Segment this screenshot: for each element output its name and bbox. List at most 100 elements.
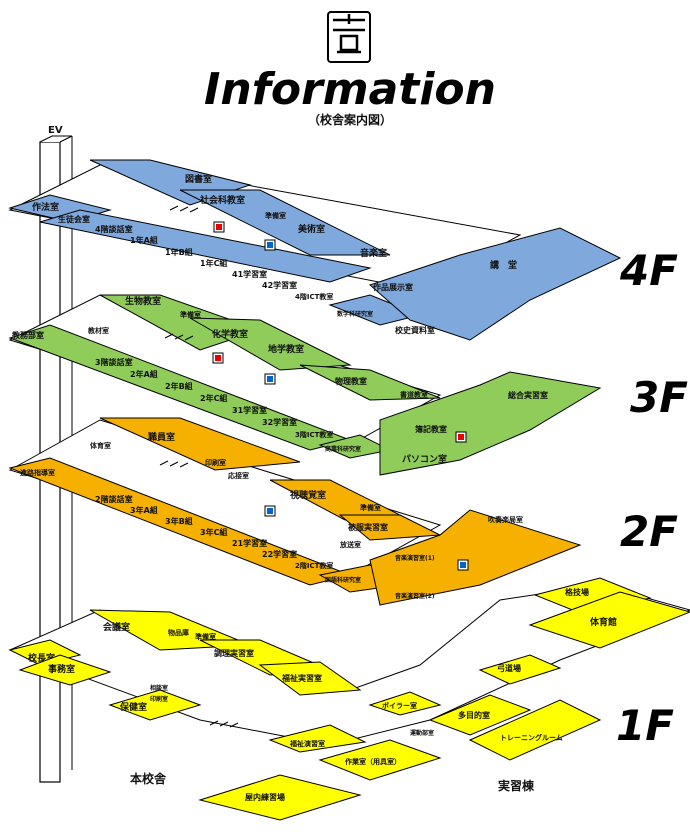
room-auditorium-label: 講 堂 xyxy=(490,259,517,271)
floor-label-4f: 4F xyxy=(619,246,678,295)
restroom-icon xyxy=(212,221,469,571)
room-kyudo-label: 弓道場 xyxy=(497,663,521,673)
floor-label-3f: 3F xyxy=(630,373,688,422)
room-exhibit-label: 作品展示室 xyxy=(373,282,413,292)
room-sewing-label: 被服実習室 xyxy=(348,522,388,532)
room-31-label: 31学習室 xyxy=(232,405,267,415)
room-21-label: 21学習室 xyxy=(232,538,267,548)
room-3c-label: 3年C組 xyxy=(200,527,227,537)
room-storage-label: 物品庫 xyxy=(168,628,189,637)
room-library-label: 図書室 xyxy=(185,173,212,185)
room-martial-label: 格技場 xyxy=(565,587,589,597)
page-title: Information xyxy=(204,64,496,115)
room-gym[interactable] xyxy=(528,591,690,649)
room-indoor-practice-label: 屋内練習場 xyxy=(245,792,285,802)
room-workshop-label: 作業室（用具室） xyxy=(345,757,401,766)
room-22-label: 22学習室 xyxy=(262,549,297,559)
room-1a-label: 1年A組 xyxy=(130,235,158,245)
room-prep-1f-label: 準備室 xyxy=(195,632,216,641)
room-office-label: 事務室 xyxy=(48,663,75,675)
ev-label: EV xyxy=(48,125,63,136)
room-4f-lounge-label: 4階談話室 xyxy=(95,224,133,234)
floor-1f: 校長室 事務室 会議室 物品庫 準備室 調理実習室 福祉実習室 保健室 相談室 … xyxy=(8,577,690,821)
room-1c-label: 1年C組 xyxy=(200,258,227,268)
room-prep-3f-label: 準備室 xyxy=(180,310,201,319)
room-earth-label: 地学教室 xyxy=(268,343,304,355)
floor-label-2f: 2F xyxy=(620,507,678,556)
room-pe-label: 体育室 xyxy=(90,441,111,450)
room-cooking-label: 調理実習室 xyxy=(214,648,254,658)
room-2a-label: 2年A組 xyxy=(130,369,158,379)
room-multipurpose[interactable] xyxy=(428,694,532,736)
room-career-label: 進路指導室 xyxy=(20,468,55,477)
room-gym-label: 体育館 xyxy=(590,616,617,628)
room-japanese-label: 国語科研究室 xyxy=(325,576,361,584)
room-kyudo[interactable] xyxy=(478,654,562,685)
floor-4f: 図書室 作法室 生徒会室 4階談話室 1年A組 1年B組 1年C組 41学習室 … xyxy=(8,159,622,341)
page-subtitle: （校舎案内図） xyxy=(308,112,392,127)
room-42-label: 42学習室 xyxy=(262,280,297,290)
floor-label-1f: 1F xyxy=(616,701,674,750)
room-av-label: 視聴覚室 xyxy=(289,489,326,501)
pc-wing[interactable] xyxy=(379,371,602,476)
room-2f-lounge-label: 2階談話室 xyxy=(95,494,133,504)
physics-rooms-3f[interactable] xyxy=(299,364,441,401)
room-consult-label: 相談室 xyxy=(150,684,168,692)
room-welfare-seminar-label: 福祉演習室 xyxy=(289,739,325,748)
room-2f-ict-label: 2階ICT教室 xyxy=(295,561,333,570)
room-welfare-label: 福祉実習室 xyxy=(281,673,322,683)
room-prep-2f-label: 準備室 xyxy=(360,503,381,512)
room-32-label: 32学習室 xyxy=(262,417,297,427)
room-music-2-label: 音楽演習室(2) xyxy=(395,592,435,600)
room-staff-label: 職員室 xyxy=(148,431,175,443)
room-meeting-label: 会議室 xyxy=(103,621,130,633)
room-music-1-label: 音楽演習室(1) xyxy=(395,554,435,562)
room-4f-ict-label: 4階ICT教室 xyxy=(295,292,333,301)
room-art-label: 美術室 xyxy=(298,223,325,235)
room-reception-label: 応接室 xyxy=(228,471,249,480)
room-staff[interactable] xyxy=(99,417,301,471)
room-chemistry-label: 化学教室 xyxy=(212,328,248,340)
room-sado-label: 作法室 xyxy=(32,201,59,213)
room-print-1f-label: 印刷室 xyxy=(150,695,168,703)
floor-2f: 職員室 体育室 印刷室 応接室 視聴覚室 準備室 被服実習室 進路指導室 2階談… xyxy=(8,417,582,606)
room-brass-label: 吹奏楽局室 xyxy=(488,515,523,524)
room-welfare-seminar[interactable] xyxy=(268,724,367,753)
room-indoor-practice[interactable] xyxy=(198,774,362,821)
building-label-main: 本校舎 xyxy=(130,771,167,786)
special-rooms-4f[interactable] xyxy=(179,189,391,256)
room-boiler-label: ボイラー室 xyxy=(382,701,417,710)
auditorium-wing[interactable] xyxy=(369,227,622,341)
room-prep-4f-label: 準備室 xyxy=(265,211,286,220)
room-martial[interactable] xyxy=(533,577,652,616)
room-2c-label: 2年C組 xyxy=(200,393,227,403)
room-history-label: 校史資料室 xyxy=(395,325,435,335)
room-student-council-label: 生徒会室 xyxy=(58,214,90,224)
room-calligraphy-label: 書道教室 xyxy=(400,390,428,399)
building-label-practice: 実習棟 xyxy=(498,778,535,793)
room-training[interactable] xyxy=(468,699,602,761)
room-bookkeeping-label: 簿記教室 xyxy=(415,424,447,434)
room-print-2f-label: 印刷室 xyxy=(205,458,226,467)
room-boiler[interactable] xyxy=(368,691,442,716)
room-music-label: 音楽室 xyxy=(360,247,387,259)
room-health[interactable] xyxy=(108,689,202,721)
school-emblem-icon xyxy=(327,11,371,63)
room-1b-label: 1年B組 xyxy=(165,247,193,257)
classrooms-4f[interactable] xyxy=(39,209,372,283)
room-3f-ict-label: 3階ICT教室 xyxy=(295,430,333,439)
floor-3f: 生物教室 準備室 化学教室 地学教室 物理教室 書道教室 教務部室 教材室 3階… xyxy=(8,294,602,476)
room-office[interactable] xyxy=(18,654,112,686)
science-rooms-3f[interactable] xyxy=(189,317,352,371)
room-kyozai-label: 教材室 xyxy=(87,326,109,335)
room-general-label: 総合実習室 xyxy=(508,390,548,400)
room-workshop[interactable] xyxy=(318,739,442,781)
room-welfare[interactable] xyxy=(258,661,362,696)
room-kyomu-label: 教務部室 xyxy=(11,330,44,340)
stairs-icon xyxy=(159,205,239,728)
room-broadcast-label: 放送室 xyxy=(339,540,361,549)
room-physics-label: 物理教室 xyxy=(335,376,367,386)
music-wing[interactable] xyxy=(369,509,582,606)
room-math-label: 数学科研究室 xyxy=(337,310,373,318)
